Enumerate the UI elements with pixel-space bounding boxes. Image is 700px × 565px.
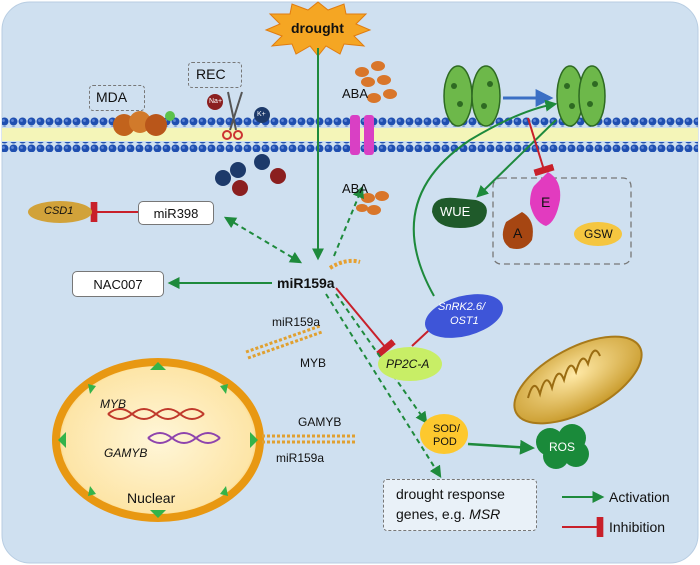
drought-genes-line2: genes, e.g. MSR [396, 507, 500, 521]
drought-label: drought [291, 20, 344, 36]
ros-label: ROS [549, 440, 576, 454]
a-label: A [513, 225, 523, 241]
rec-label: REC [196, 66, 226, 82]
nucleus [52, 358, 264, 522]
snrk-label-line2: OST1 [450, 315, 479, 327]
duplex1-top-label: miR159a [272, 315, 321, 329]
sod-to-ros-arrow [467, 439, 535, 455]
mir159a-strand [328, 258, 361, 270]
mir159a-label: miR159a [277, 275, 335, 291]
stomata-closed [556, 65, 606, 127]
ion-particles-top [207, 94, 270, 123]
sod-label-line2: POD [433, 436, 457, 448]
aba-inside-label: ABA [342, 181, 369, 196]
a-shape [502, 212, 533, 249]
gamyb-mir159a-duplex [262, 434, 356, 444]
nac007-box: NAC007 [72, 271, 164, 297]
nucleus-gene-gamyb: GAMYB [104, 446, 148, 460]
gsw-shape [574, 222, 622, 246]
dna-helix-gamyb [147, 432, 221, 444]
scissors-icon [222, 91, 243, 140]
aba-outside-label: ABA [342, 86, 369, 101]
aba-transporter [350, 115, 374, 155]
sod-shape [420, 414, 468, 454]
duplex2-bottom-label: miR159a [276, 451, 325, 465]
stomata-open [443, 65, 501, 127]
duplex2-top-label: GAMYB [298, 415, 342, 429]
mir398-box: miR398 [138, 201, 214, 225]
csd1-label: CSD1 [44, 205, 74, 217]
ion-k-label: K+ [257, 111, 266, 118]
drought-genes-line1: drought response [396, 486, 505, 502]
stomata-to-wue-arrow [476, 119, 557, 198]
mir159a-myb-duplex [245, 324, 323, 360]
nucleus-gene-myb: MYB [100, 397, 127, 411]
rec-box [188, 62, 242, 88]
snrk-label-line1: SnRK2.6/ [438, 301, 486, 313]
sod-label-line1: SOD/ [433, 423, 460, 435]
mir159a-to-sod-arrow [335, 293, 428, 424]
e-label: E [541, 194, 551, 210]
aba-granules-outside [355, 61, 397, 103]
ion-na-label: Na+ [209, 98, 223, 105]
stomata-inhibits-e [527, 117, 555, 177]
ion-particles-bottom [215, 154, 286, 196]
pp2c-shape [378, 347, 442, 381]
drought-genes-msr: MSR [469, 506, 501, 522]
physiology-box [492, 177, 632, 265]
duplex1-bottom-label: MYB [300, 356, 327, 370]
dna-helix-myb [107, 408, 205, 420]
pp2c-label: PP2C-A [386, 357, 430, 371]
mir159a-inhibits-pp2c [335, 287, 396, 357]
drought-genes-box [383, 479, 537, 531]
nucleus-label: Nuclear [127, 490, 176, 506]
mitochondrion [513, 335, 643, 425]
snrk-shape [425, 294, 503, 338]
e-shape [530, 172, 561, 226]
mda-label: MDA [96, 89, 128, 105]
aba-granules-inside [356, 191, 389, 215]
gsw-label: GSW [584, 227, 613, 241]
snrk-to-stomata-arrow [412, 99, 558, 297]
ros-shape [536, 424, 589, 469]
mda-box [89, 85, 145, 111]
wue-shape [432, 197, 487, 228]
legend-activation-label: Activation [609, 489, 670, 505]
csd1-shape [28, 201, 92, 223]
legend-inhibition-label: Inhibition [609, 519, 666, 535]
mir159a-to-aba-arrow [333, 185, 364, 257]
mda-lipid-particles [113, 111, 175, 136]
wue-label: WUE [440, 204, 471, 219]
drought-genes-line2-prefix: genes, e.g. [396, 506, 470, 522]
